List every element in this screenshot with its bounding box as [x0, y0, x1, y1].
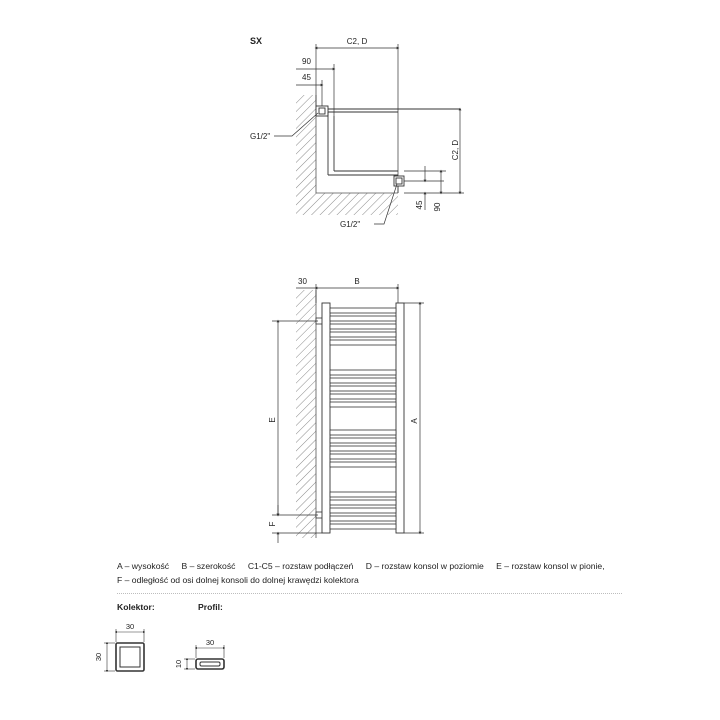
radiator-tube-11 — [329, 429, 397, 436]
radiator-tube-18 — [329, 507, 397, 514]
separator-line — [117, 593, 622, 594]
radiator-top-outline — [315, 105, 460, 193]
radiator-tube-12 — [329, 437, 397, 444]
connection-top-leader — [274, 112, 319, 137]
dim-45-right-label: 45 — [415, 200, 424, 209]
dim-90-right-label: 90 — [433, 202, 442, 211]
radiator-tube-9 — [329, 393, 397, 400]
dim-c2d-vertical — [404, 107, 464, 195]
radiator-tube-20 — [329, 523, 397, 530]
dim-90-right — [404, 169, 446, 195]
dim-30-front-label: 30 — [298, 277, 307, 286]
legend-line-1: A – wysokość B – szerokość C1-C5 – rozst… — [117, 559, 657, 573]
collector-label: Kolektor: — [117, 602, 155, 612]
radiator-tube-15 — [329, 461, 397, 468]
profile-height-label: 10 — [174, 660, 183, 668]
collector-height-label: 30 — [94, 653, 103, 661]
legend-f: F – odległość od osi dolnej konsoli do d… — [117, 575, 359, 585]
profile-label: Profil: — [198, 602, 223, 612]
dim-a — [404, 301, 424, 535]
wall-hatch-top — [296, 95, 398, 215]
radiator-tube-3 — [329, 323, 397, 330]
flat-profile-drawing — [184, 645, 226, 671]
dim-c2d-horizontal-label: C2, D — [347, 37, 368, 46]
radiator-tube-19 — [329, 515, 397, 522]
radiator-tube-6 — [329, 369, 397, 376]
wall-hatch-front — [296, 290, 317, 538]
radiator-tubes — [329, 307, 397, 530]
model-label: SX — [250, 36, 262, 46]
dim-90-label: 90 — [302, 57, 311, 66]
radiator-tube-16 — [329, 491, 397, 498]
legend-d: D – rozstaw konsol w poziomie — [365, 561, 484, 571]
radiator-tube-8 — [329, 385, 397, 392]
dim-30-front — [296, 284, 400, 303]
radiator-tube-7 — [329, 377, 397, 384]
dim-f-label: F — [268, 521, 277, 526]
connection-bottom-label: G1/2" — [340, 220, 360, 229]
dim-c2d-horizontal — [314, 44, 400, 176]
dim-c2d-vertical-label: C2, D — [451, 140, 460, 161]
legend-e: E – rozstaw konsol w pionie, — [496, 561, 605, 571]
radiator-tube-4 — [329, 331, 397, 338]
dim-45-right — [404, 166, 444, 210]
dim-f — [272, 505, 322, 543]
dim-90 — [296, 64, 336, 116]
dim-45-label: 45 — [302, 73, 311, 82]
profile-width-label: 30 — [206, 638, 214, 647]
radiator-tube-5 — [329, 339, 397, 346]
legend-b: B – szerokość — [181, 561, 236, 571]
radiator-tube-14 — [329, 453, 397, 460]
connection-top-label: G1/2" — [250, 132, 270, 141]
radiator-tube-13 — [329, 445, 397, 452]
radiator-collectors — [321, 302, 405, 534]
collector-width-label: 30 — [126, 622, 134, 631]
dim-e-label: E — [268, 417, 277, 422]
dim-b-label: B — [354, 277, 359, 286]
connection-bottom-leader — [374, 183, 398, 225]
legend-c: C1-C5 – rozstaw podłączeń — [247, 561, 354, 571]
dim-a-label: A — [410, 418, 419, 424]
radiator-tube-1 — [329, 307, 397, 314]
legend-line-2: F – odległość od osi dolnej konsoli do d… — [117, 573, 657, 587]
radiator-tube-10 — [329, 401, 397, 408]
dim-e — [272, 319, 318, 517]
radiator-tube-17 — [329, 499, 397, 506]
collector-profile-drawing — [104, 629, 146, 673]
radiator-tube-2 — [329, 315, 397, 322]
legend-a: A – wysokość — [117, 561, 170, 571]
dimension-legend: A – wysokość B – szerokość C1-C5 – rozst… — [117, 559, 657, 587]
dim-45 — [296, 80, 324, 106]
